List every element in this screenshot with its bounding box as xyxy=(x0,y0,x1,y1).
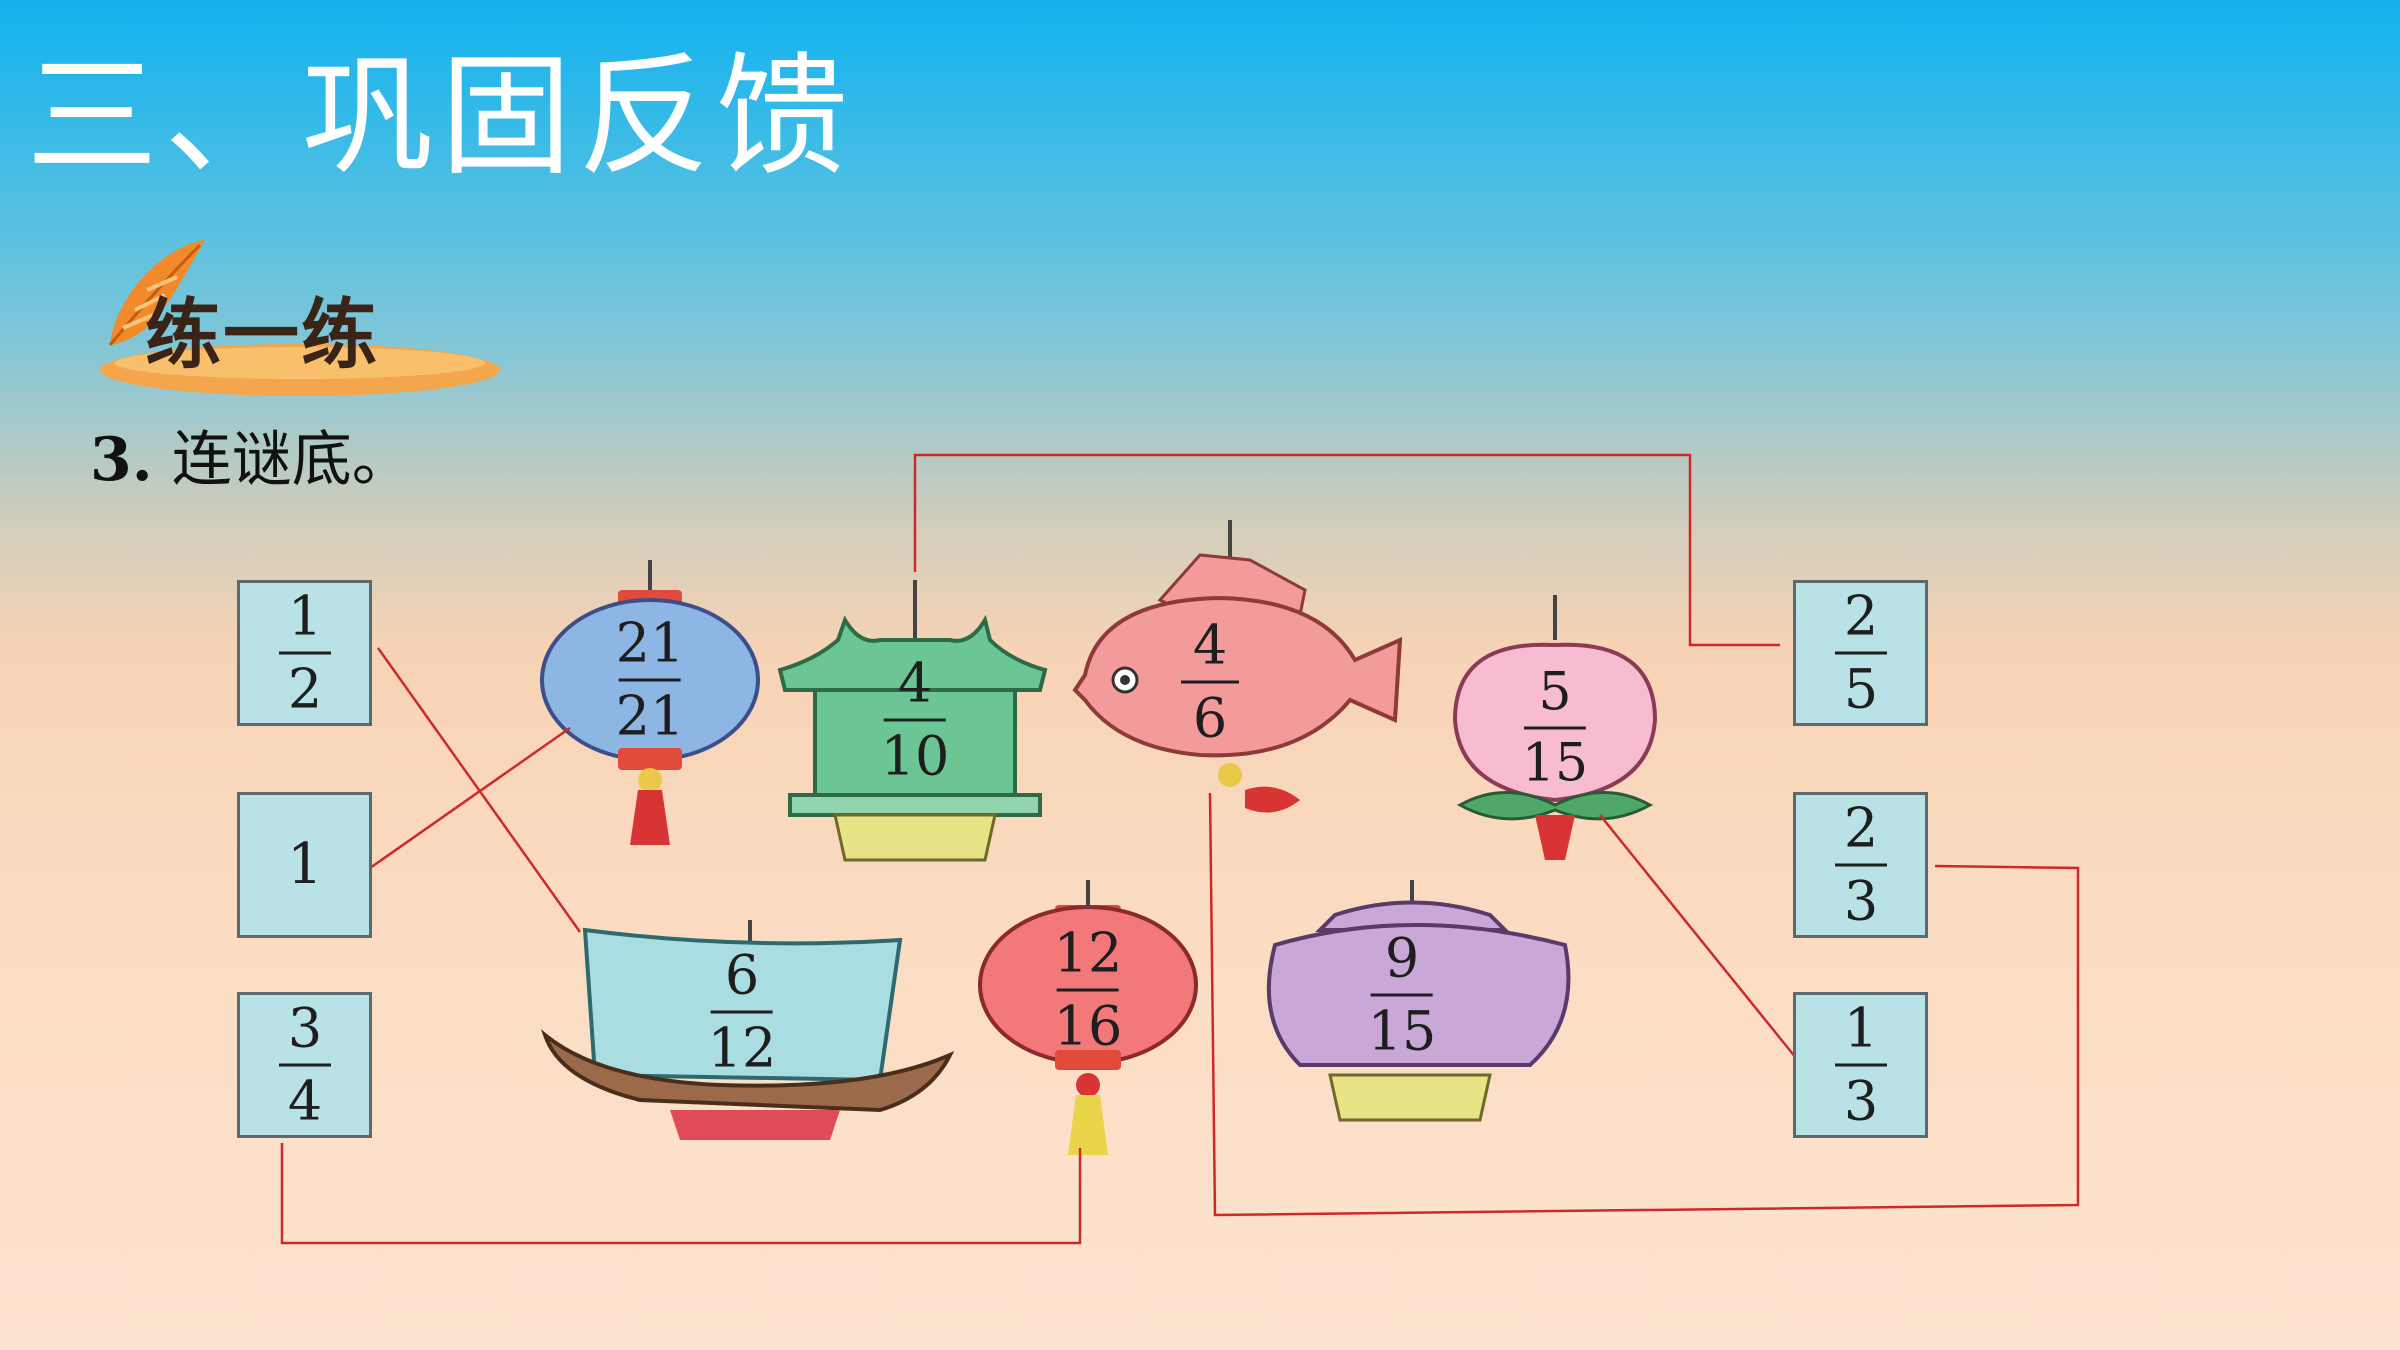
connect-4-10-to-2-5 xyxy=(913,453,1780,647)
green-pavilion-icon xyxy=(777,580,1048,862)
boat-icon xyxy=(540,920,955,1140)
answer-box-one-half[interactable]: 1 2 xyxy=(237,580,372,726)
red-lantern-icon xyxy=(978,880,1198,1155)
answer-box-two-fifths[interactable]: 2 5 xyxy=(1793,580,1928,726)
page-title: 三、巩固反馈 xyxy=(26,40,854,194)
connect-4-6-to-2-3 xyxy=(1208,792,2080,1217)
connect-one-to-21-21 xyxy=(369,726,571,870)
answer-box-three-quarters[interactable]: 3 4 xyxy=(237,992,372,1138)
answer-box-one-third[interactable]: 1 3 xyxy=(1793,992,1928,1138)
riddle-pink-fish[interactable]: 4 6 xyxy=(1181,618,1239,746)
pink-fish-icon xyxy=(1072,520,1403,813)
answer-box-two-thirds[interactable]: 2 3 xyxy=(1793,792,1928,938)
riddle-red-lantern[interactable]: 12 16 xyxy=(1053,921,1123,1058)
exercise-number: 3. xyxy=(90,425,153,495)
riddle-purple-bowl[interactable]: 9 15 xyxy=(1367,926,1437,1063)
exercise-question: 3. 连谜底。 xyxy=(90,420,412,500)
answer-lines xyxy=(280,453,2080,1245)
riddle-boat[interactable]: 6 12 xyxy=(707,943,777,1080)
peach-icon xyxy=(1452,595,1658,860)
answer-box-one[interactable]: 1 xyxy=(237,792,372,938)
connect-5-15-to-1-3 xyxy=(1599,814,1797,1059)
feather-icon xyxy=(100,240,500,396)
riddle-blue-lantern[interactable]: 21 21 xyxy=(615,611,685,748)
riddle-peach[interactable]: 5 15 xyxy=(1521,662,1589,794)
riddle-green-pavilion[interactable]: 4 10 xyxy=(880,651,950,788)
connect-one-half-to-6-12 xyxy=(376,647,582,933)
exercise-instruction: 连谜底。 xyxy=(171,425,412,495)
connect-3-4-to-12-16 xyxy=(280,1143,1082,1245)
section-badge-label: 练一练 xyxy=(145,290,379,379)
